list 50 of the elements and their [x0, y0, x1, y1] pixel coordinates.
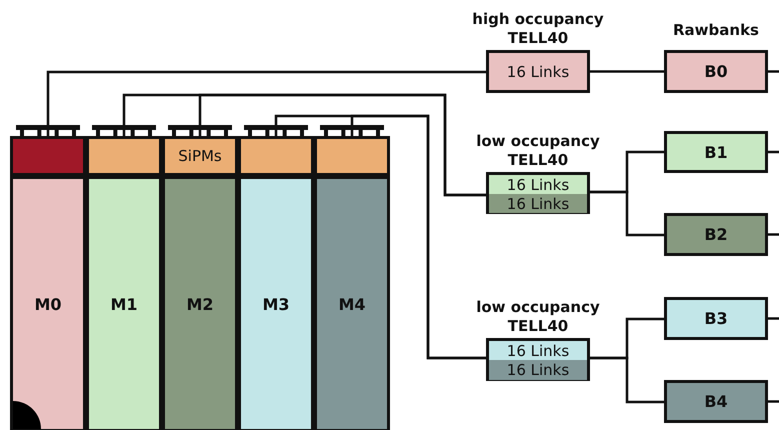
sipm-header-box	[314, 136, 390, 176]
rawbank-box	[664, 131, 768, 173]
rawbank-label: B2	[704, 225, 728, 244]
module-column	[86, 176, 162, 430]
module-column	[314, 176, 390, 430]
rawbank-label: B1	[704, 142, 728, 162]
connector-line	[768, 233, 779, 236]
module-column	[10, 176, 86, 430]
connector-line	[590, 190, 664, 236]
link-count: 16 Links	[506, 342, 570, 360]
link-count: 16 Links	[506, 62, 570, 80]
rawbank-label: B3	[704, 309, 728, 328]
connector-line	[198, 94, 486, 196]
sipm-header-box	[10, 136, 86, 176]
sipm-header-box	[238, 136, 314, 176]
connector-line	[590, 70, 664, 73]
connector-line	[768, 150, 779, 154]
module-label: M1	[110, 294, 138, 314]
link-count: 16 Links	[506, 194, 570, 212]
link-band	[489, 341, 587, 360]
sipm-header-box	[86, 136, 162, 176]
link-count: SiPMs	[178, 147, 222, 165]
link-band	[489, 360, 587, 380]
sipm-header-box	[162, 136, 238, 176]
rawbank-label: B0	[704, 62, 728, 81]
connector-line	[590, 356, 664, 404]
connector-line	[768, 70, 779, 73]
link-count: 16 Links	[506, 361, 570, 379]
module-column	[162, 176, 238, 430]
rawbank-box	[664, 380, 768, 423]
tell40-heading: low occupancy TELL40	[475, 298, 601, 336]
rawbank-box	[664, 50, 768, 93]
rawbank-box	[664, 213, 768, 256]
module-label: M3	[262, 294, 290, 314]
module-column	[238, 176, 314, 430]
tell40-heading: high occupancy TELL40	[471, 10, 605, 48]
link-band	[489, 175, 587, 194]
module-label: M0	[34, 294, 62, 314]
link-band	[489, 194, 587, 213]
tell40-heading: low occupancy TELL40	[475, 132, 601, 170]
rawbank-label: B4	[704, 392, 728, 411]
link-count: 16 Links	[506, 176, 570, 194]
module-label: M4	[338, 294, 366, 314]
connector-line	[768, 317, 779, 320]
connector-line	[768, 400, 779, 403]
module-label: M2	[186, 294, 214, 314]
rawbank-box	[664, 297, 768, 340]
connector-line	[46, 70, 486, 136]
column-heading: Rawbanks	[672, 21, 760, 39]
connector-line	[350, 114, 486, 360]
